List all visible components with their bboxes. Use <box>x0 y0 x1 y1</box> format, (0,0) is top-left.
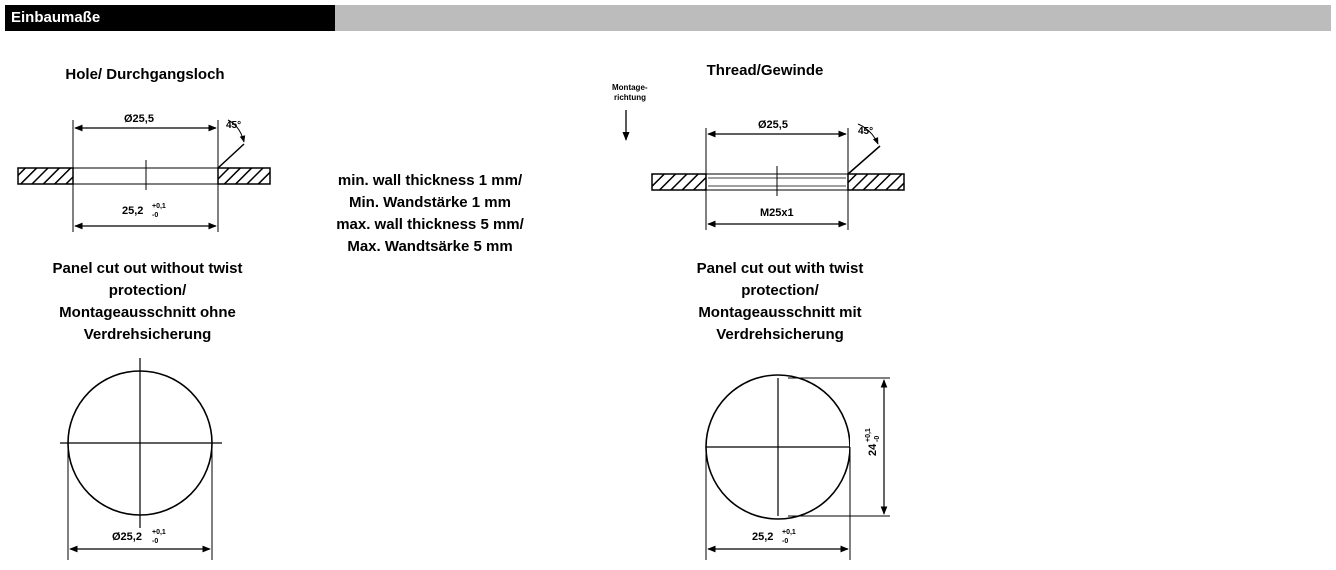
page-title: Einbaumaße <box>11 9 101 26</box>
caption-line: Panel cut out with twist <box>696 260 864 277</box>
wall-hatch-left <box>17 167 74 185</box>
cutout-twist-bottom-dim: 25,2 <box>752 531 773 543</box>
cutout-twist-tol-lower: -0 <box>782 538 788 545</box>
caption-line: protection/ <box>741 282 819 299</box>
caption-line: protection/ <box>108 282 187 299</box>
hole-bottom-dim: 25,2 <box>122 205 143 217</box>
hole-angle-label: 45° <box>226 120 241 131</box>
angle-arc <box>227 119 246 143</box>
cutout-dim: Ø25,2 <box>112 531 142 543</box>
wall-note-line: Max. Wandtsärke 5 mm <box>347 238 513 255</box>
hole-tol-lower: -0 <box>152 212 158 219</box>
wall-thickness-note: min. wall thickness 1 mm/ Min. Wandstärk… <box>300 170 560 258</box>
wall-note-line: Min. Wandstärke 1 mm <box>349 194 511 211</box>
cutout-no-twist-drawing: Ø25,2 +0,1 -0 <box>60 358 222 560</box>
cutout-twist-side-tol-upper: +0,1 <box>865 428 872 442</box>
hole-tol-upper: +0,1 <box>152 203 166 210</box>
hole-top-dim: Ø25,5 <box>124 113 154 125</box>
caption-line: Montageausschnitt ohne <box>59 304 236 321</box>
cutout-no-twist-caption: Panel cut out without twist protection/ … <box>15 258 280 346</box>
wall-hatch-left <box>651 173 707 191</box>
header-title-box: Einbaumaße <box>5 5 335 31</box>
thread-title: Thread/Gewinde <box>706 62 824 79</box>
cutout-twist-drawing: 25,2 +0,1 -0 24 +0,1 -0 <box>705 374 890 560</box>
chamfer-line <box>847 145 881 175</box>
wall-hatch-right <box>847 173 905 191</box>
caption-line: Verdrehsicherung <box>83 326 212 343</box>
direction-label: Montage- <box>612 83 648 92</box>
angle-arc <box>857 123 879 145</box>
cutout-twist-side-dim: 24 <box>867 443 879 456</box>
header-bar: Einbaumaße <box>5 5 1331 31</box>
wall-note-line: max. wall thickness 5 mm/ <box>336 216 524 233</box>
caption-line: Panel cut out without twist <box>52 260 243 277</box>
thread-angle-label: 45° <box>858 126 873 137</box>
caption-line: Montageausschnitt mit <box>698 304 862 321</box>
hole-drawing: Ø25,5 45° 25,2 +0,1 -0 <box>17 113 271 232</box>
cutout-twist-tol-upper: +0,1 <box>782 529 796 536</box>
chamfer-line <box>217 143 245 169</box>
cutout-twist-caption: Panel cut out with twist protection/ Mon… <box>655 258 905 346</box>
cutout-tol-upper: +0,1 <box>152 529 166 536</box>
cutout-twist-side-tol-lower: -0 <box>874 436 881 442</box>
thread-bottom-dim: M25x1 <box>760 207 794 219</box>
caption-line: Verdrehsicherung <box>716 326 844 343</box>
cutout-tol-lower: -0 <box>152 538 158 545</box>
direction-label: richtung <box>614 93 646 102</box>
thread-top-dim: Ø25,5 <box>758 119 788 131</box>
wall-hatch-right <box>217 167 271 185</box>
thread-drawing: Montage- richtung Ø25,5 45° M25x1 <box>612 83 905 230</box>
hole-title: Hole/ Durchgangsloch <box>65 66 225 83</box>
wall-note-line: min. wall thickness 1 mm/ <box>337 172 523 189</box>
